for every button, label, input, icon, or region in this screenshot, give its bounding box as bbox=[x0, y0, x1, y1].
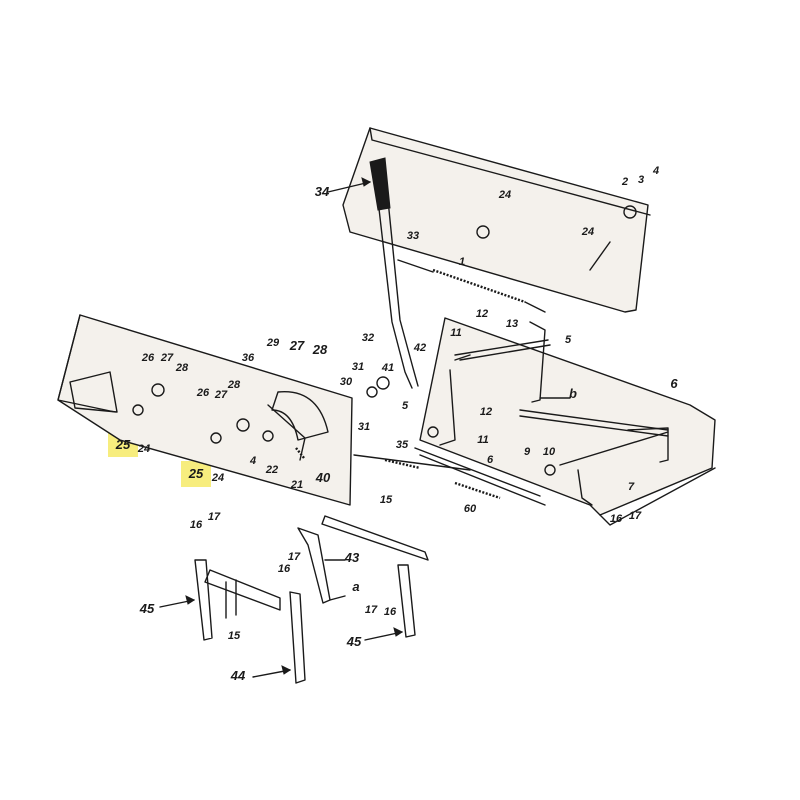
callout-label: 40 bbox=[315, 470, 331, 485]
callout-label: 29 bbox=[266, 337, 280, 349]
callout-label: 12 bbox=[475, 308, 489, 320]
link-43 bbox=[297, 527, 331, 604]
gear-sector bbox=[271, 391, 329, 441]
callout-label: 11 bbox=[450, 327, 462, 339]
callout-label: 28 bbox=[312, 342, 328, 357]
callout-label: 44 bbox=[230, 668, 246, 683]
callout-label: 6 bbox=[670, 376, 678, 391]
rear-panel bbox=[342, 127, 649, 313]
callout-label: 16 bbox=[609, 513, 623, 525]
callout-label: 11 bbox=[477, 434, 489, 446]
callout-label: 4 bbox=[652, 165, 660, 177]
callout-label: 4 bbox=[249, 455, 257, 467]
callout-label: 5 bbox=[401, 400, 409, 412]
callout-label: 28 bbox=[227, 379, 241, 391]
callout-label: 21 bbox=[290, 479, 304, 491]
highlighted-callout-25: 25 bbox=[188, 466, 204, 481]
callout-label: 15 bbox=[227, 630, 241, 642]
arm-45-left bbox=[194, 559, 213, 641]
callout-label: 17 bbox=[207, 511, 221, 523]
callout-label: 5 bbox=[564, 334, 572, 346]
callout-label: 45 bbox=[346, 634, 362, 649]
rod-upper bbox=[454, 339, 551, 361]
callout-label: 27 bbox=[160, 352, 174, 364]
callout-label: 7 bbox=[627, 481, 635, 493]
link-15-lower bbox=[204, 569, 281, 611]
callout-label: 13 bbox=[505, 318, 519, 330]
callout-label: 3 bbox=[637, 174, 645, 186]
callout-label: 17 bbox=[287, 551, 301, 563]
callout-label: 35 bbox=[395, 439, 409, 451]
arm-44 bbox=[289, 591, 306, 684]
callout-label: 43 bbox=[344, 550, 360, 565]
callout-label: 28 bbox=[175, 362, 189, 374]
callout-label: b bbox=[569, 386, 577, 401]
rod-lower bbox=[414, 447, 546, 506]
callout-label: a bbox=[352, 579, 360, 594]
callout-label: 34 bbox=[314, 184, 330, 199]
callout-label: 30 bbox=[339, 376, 353, 388]
callout-label: 2 bbox=[621, 176, 629, 188]
arrow-a bbox=[329, 595, 346, 601]
arm-45-right bbox=[397, 564, 416, 638]
callout-label: 31 bbox=[357, 421, 371, 433]
callout-label: 42 bbox=[413, 342, 427, 354]
callout-label: 16 bbox=[277, 563, 291, 575]
callout-label: 16 bbox=[189, 519, 203, 531]
spring-lower bbox=[384, 458, 421, 470]
callout-label: 45 bbox=[139, 601, 155, 616]
callout-label: 36 bbox=[241, 352, 255, 364]
callout-label: 32 bbox=[361, 332, 375, 344]
callout-label: 17 bbox=[628, 510, 642, 522]
callout-label: 22 bbox=[265, 464, 279, 476]
link-15-upper bbox=[321, 515, 429, 561]
callout-label: 27 bbox=[289, 338, 305, 353]
callout-label: 15 bbox=[379, 494, 393, 506]
callout-label: 24 bbox=[581, 226, 595, 238]
highlight-box-2 bbox=[181, 461, 211, 487]
spring-60 bbox=[454, 481, 501, 500]
callout-label: 26 bbox=[196, 387, 210, 399]
callout-label: 27 bbox=[214, 389, 228, 401]
callout-label: 9 bbox=[523, 446, 531, 458]
callout-label: 60 bbox=[463, 503, 477, 515]
callout-label: 24 bbox=[211, 472, 225, 484]
callout-label: 6 bbox=[486, 454, 494, 466]
callout-label: 24 bbox=[498, 189, 512, 201]
callout-label: 10 bbox=[542, 446, 556, 458]
callout-label: 31 bbox=[351, 361, 365, 373]
callout-label: 12 bbox=[479, 406, 493, 418]
callout-label: 1 bbox=[458, 256, 466, 268]
callout-label: 16 bbox=[383, 606, 397, 618]
spring-1 bbox=[432, 268, 526, 304]
callout-label: 41 bbox=[381, 362, 395, 374]
hand-lever bbox=[377, 199, 413, 389]
callout-label: 33 bbox=[406, 230, 420, 242]
highlighted-callout-25: 25 bbox=[115, 437, 131, 452]
callout-label: 24 bbox=[137, 443, 151, 455]
callout-label: 26 bbox=[141, 352, 155, 364]
callout-label: 17 bbox=[364, 604, 378, 616]
